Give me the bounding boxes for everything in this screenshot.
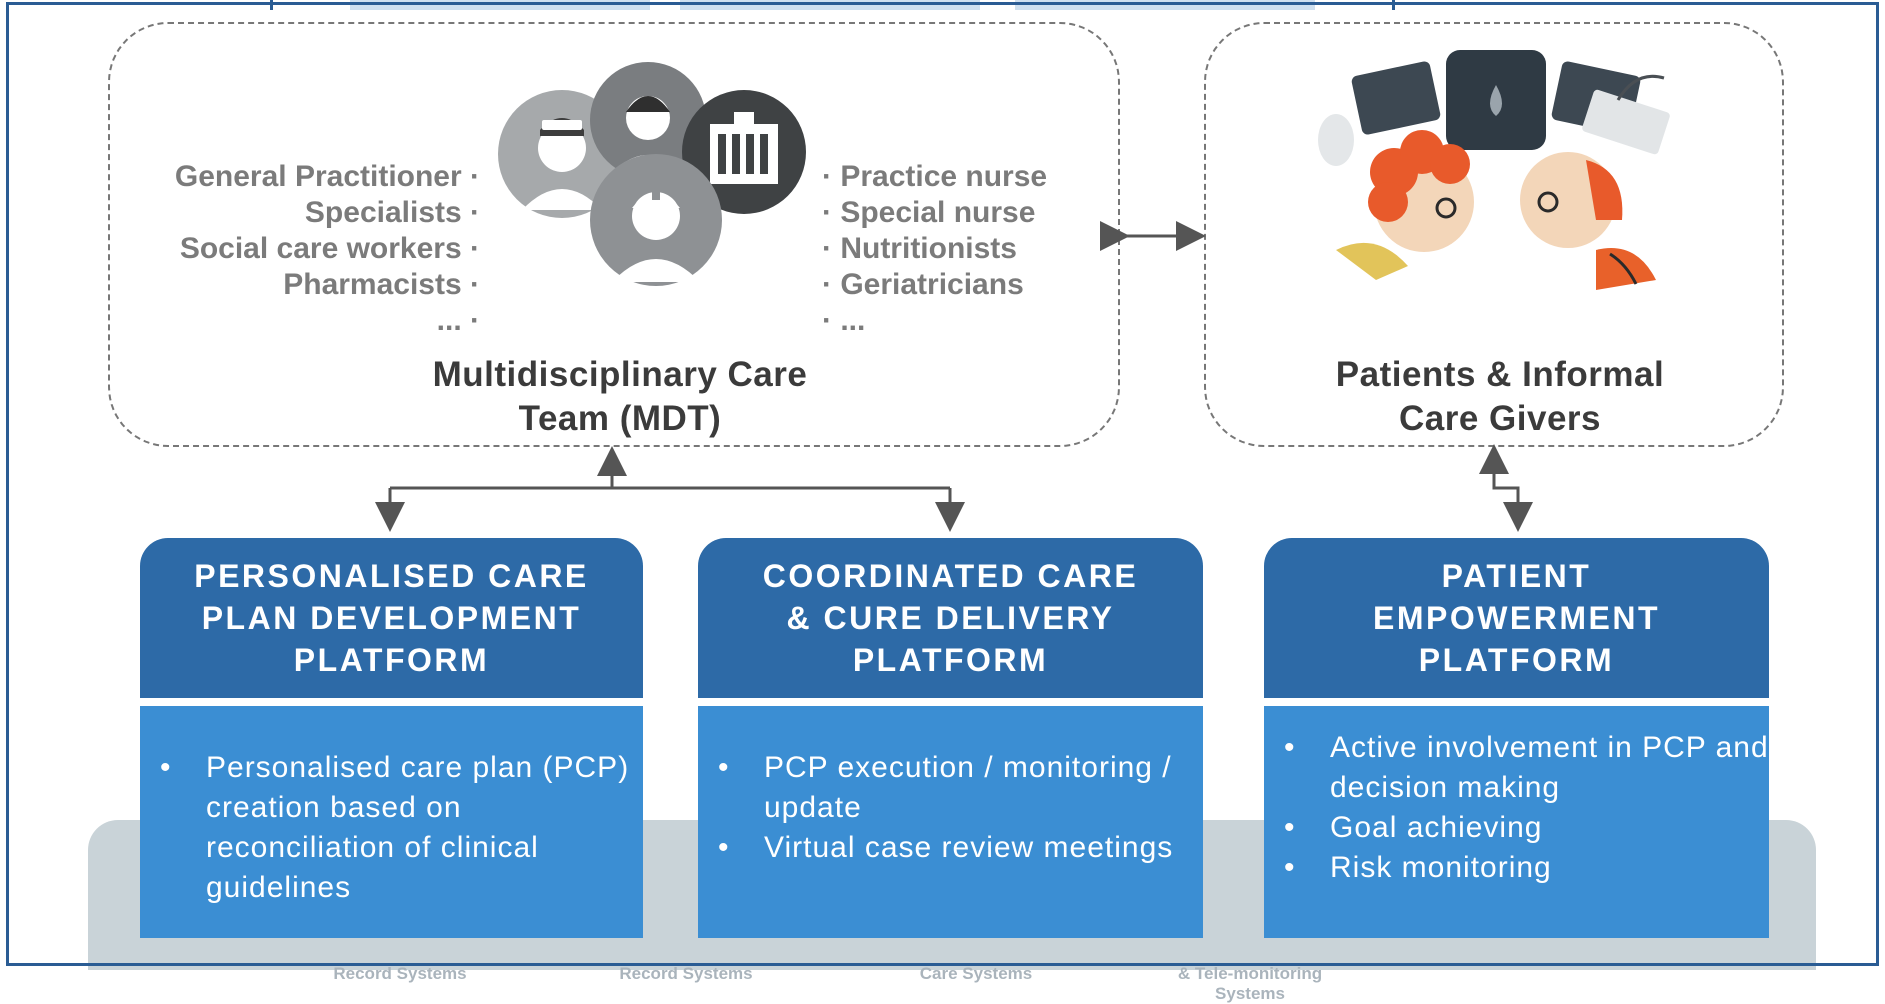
elderly-man-icon (1520, 152, 1656, 290)
patients-title-line2: Care Givers (1398, 399, 1602, 438)
platform-3-bullet-3: Risk monitoring (1264, 848, 1769, 888)
platform-2-body: PCP execution / monitoring / update Virt… (698, 706, 1203, 938)
patients-platform-connector (1479, 444, 1533, 532)
platform-1-title-line2: PLAN DEVELOPMENT (201, 600, 582, 636)
hospital-icon (682, 90, 806, 214)
cropped-top-strip-2 (680, 0, 980, 10)
top-mark-right (1392, 0, 1395, 10)
platform-1-body: Personalised care plan (PCP) creation ba… (140, 706, 643, 938)
role-specialists: Specialists · (304, 196, 480, 229)
platform-2-title-line2: & CURE DELIVERY (786, 600, 1115, 636)
footer-label-4: & Tele-monitoring (1177, 964, 1323, 983)
platform-2-bullet-1: PCP execution / monitoring / update (698, 748, 1203, 828)
surgeon-icon (590, 154, 722, 286)
platform-1-title: PERSONALISED CARE PLAN DEVELOPMENT PLATF… (140, 538, 643, 698)
platform-1-title-line1: PERSONALISED CARE (194, 558, 589, 594)
platform-2-bullet-2: Virtual case review meetings (698, 828, 1203, 868)
role-more-right: · ... (822, 304, 866, 337)
mdt-title: Multidisciplinary Care Team (MDT) (360, 353, 880, 441)
platform-3-title-line1: PATIENT (1441, 558, 1592, 594)
platform-personalised-care-plan: PERSONALISED CARE PLAN DEVELOPMENT PLATF… (140, 538, 643, 938)
platform-3-bullet-1: Active involvement in PCP and decision m… (1264, 728, 1769, 808)
mdt-right-roles: · Practice nurse · Special nurse · Nutri… (822, 159, 1122, 339)
role-geriatricians: · Geriatricians (822, 268, 1024, 301)
footer-label-3: Care Systems (919, 964, 1033, 983)
devices-icon (1318, 50, 1670, 166)
role-social-care-workers: Social care workers · (179, 232, 480, 265)
footer-label-5: Systems (1215, 984, 1285, 1003)
patients-title: Patients & Informal Care Givers (1250, 353, 1750, 441)
mdt-left-roles: General Practitioner · Specialists · Soc… (100, 159, 480, 339)
role-practice-nurse: · Practice nurse (822, 160, 1048, 193)
platform-patient-empowerment: PATIENT EMPOWERMENT PLATFORM Active invo… (1264, 538, 1769, 938)
mdt-title-line2: Team (MDT) (518, 399, 722, 438)
platform-coordinated-care-delivery: COORDINATED CARE & CURE DELIVERY PLATFOR… (698, 538, 1203, 938)
mdt-title-line1: Multidisciplinary Care (432, 355, 808, 394)
cropped-top-strip-1 (350, 0, 650, 10)
platform-1-title-line3: PLATFORM (293, 642, 490, 678)
role-general-practitioner: General Practitioner · (174, 160, 480, 193)
platform-2-title: COORDINATED CARE & CURE DELIVERY PLATFOR… (698, 538, 1203, 698)
diagram-frame (6, 2, 1879, 966)
platform-3-title-line2: EMPOWERMENT (1372, 600, 1661, 636)
footer-label-2: Record Systems (619, 964, 753, 983)
role-special-nurse: · Special nurse (822, 196, 1036, 229)
platform-3-title-line3: PLATFORM (1418, 642, 1615, 678)
patients-title-line1: Patients & Informal (1335, 355, 1665, 394)
platform-3-bullet-2: Goal achieving (1264, 808, 1769, 848)
mdt-platform-connector (375, 446, 965, 532)
role-nutritionists: · Nutritionists (822, 232, 1017, 265)
mdt-icon-cluster (498, 62, 806, 286)
footer-label-1: Record Systems (333, 964, 467, 983)
platform-2-title-line3: PLATFORM (852, 642, 1049, 678)
patients-illustration (1318, 50, 1670, 290)
role-more-left: ... · (436, 304, 480, 337)
platform-1-bullet-1: Personalised care plan (PCP) creation ba… (140, 748, 643, 908)
top-mark-left (270, 0, 273, 10)
platform-3-body: Active involvement in PCP and decision m… (1264, 706, 1769, 938)
cropped-top-strip-3 (1015, 0, 1315, 10)
platform-2-title-line1: COORDINATED CARE (762, 558, 1139, 594)
role-pharmacists: Pharmacists · (283, 268, 480, 301)
elderly-woman-icon (1336, 130, 1474, 280)
platform-3-title: PATIENT EMPOWERMENT PLATFORM (1264, 538, 1769, 698)
